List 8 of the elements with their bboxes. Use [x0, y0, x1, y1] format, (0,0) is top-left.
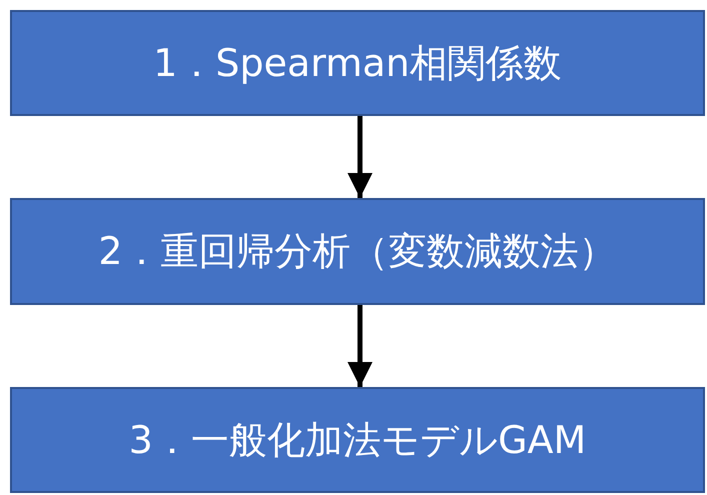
- process-box: [10, 10, 705, 116]
- step-label: 2．重回帰分析（変数減数法）: [98, 228, 617, 275]
- step-label: 1．Spearman相関係数: [153, 40, 562, 86]
- arrow: [348, 305, 372, 387]
- process-box: [10, 387, 705, 493]
- step-label: 3．一般化加法モデルGAM: [128, 416, 586, 464]
- arrow: [348, 116, 372, 198]
- process-box: [10, 198, 705, 305]
